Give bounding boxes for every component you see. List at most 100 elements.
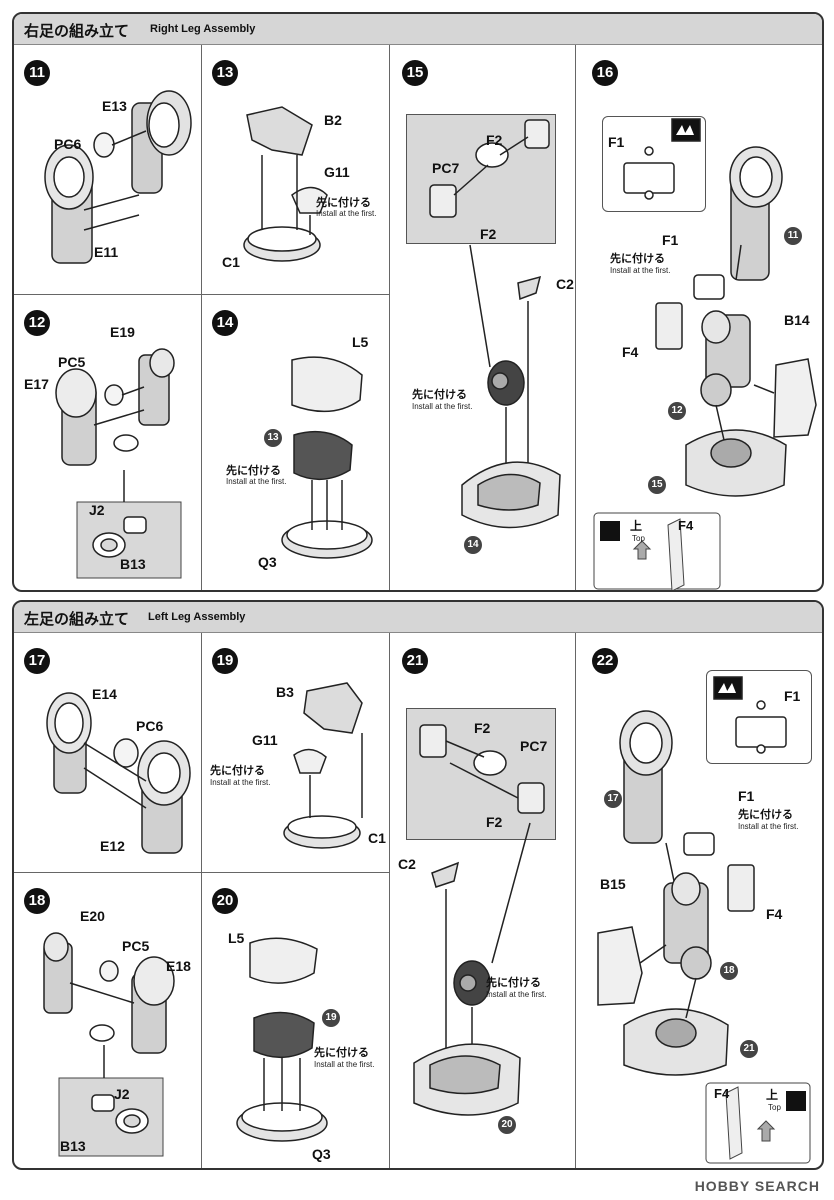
install-first-jp-16: 先に付ける: [610, 253, 665, 265]
install-first-jp-19: 先に付ける: [210, 765, 265, 777]
step-13-cell: [202, 45, 390, 295]
top-label-en-22: Top: [768, 1103, 781, 1112]
step-number-15: 15: [402, 60, 428, 86]
step-number-11: 11: [24, 60, 50, 86]
step-14-cell: [202, 295, 390, 590]
part-label-f4-note: F4: [678, 518, 694, 533]
install-first-jp-20: 先に付ける: [314, 1047, 369, 1059]
step-number-12: 12: [24, 310, 50, 336]
top-label-en-16: Top: [632, 534, 645, 543]
part-label-pc6: PC6: [136, 718, 164, 734]
part-label-c2: C2: [398, 856, 416, 872]
part-label-e11: E11: [94, 244, 119, 260]
part-label-l5: L5: [352, 334, 369, 350]
step-18-illustration: [43, 932, 175, 1157]
part-label-f1-note: F1: [608, 134, 625, 150]
ref-badge-19: 19: [322, 1009, 340, 1027]
install-first-en-20: Install at the first.: [314, 1060, 375, 1069]
ref-badge-18: 18: [720, 962, 738, 980]
step-number-17: 17: [24, 648, 50, 674]
part-label-f1: F1: [738, 788, 755, 804]
part-label-c1: C1: [368, 830, 386, 846]
part-label-f2-b: F2: [486, 814, 503, 830]
part-label-f2-a: F2: [486, 132, 503, 148]
install-first-jp-21: 先に付ける: [486, 977, 541, 989]
step-number-18: 18: [24, 888, 50, 914]
part-label-c2: C2: [556, 276, 574, 292]
section-title-jp: 右足の組み立て: [24, 23, 130, 40]
step-13-illustration: [243, 106, 328, 262]
install-first-jp-14: 先に付ける: [226, 465, 281, 477]
install-first-jp-13: 先に付ける: [316, 197, 371, 209]
ref-badge-21: 21: [740, 1040, 758, 1058]
step-21-cell: [390, 633, 576, 1168]
part-label-pc7: PC7: [432, 160, 460, 176]
step-11-cell: [14, 45, 202, 295]
step-number-19: 19: [212, 648, 238, 674]
right-leg-section: 右足の組み立て Right Leg Assembly 11 E13 PC6 E1…: [12, 12, 824, 592]
part-label-q3: Q3: [258, 554, 277, 570]
step-20-cell: [202, 873, 390, 1168]
install-first-en-16: Install at the first.: [610, 266, 671, 275]
section-header-right: 右足の組み立て Right Leg Assembly: [14, 14, 822, 45]
part-label-e19: E19: [110, 324, 135, 340]
ref-badge-17: 17: [604, 790, 622, 808]
section-title-en: Left Leg Assembly: [148, 611, 246, 623]
part-label-e13: E13: [102, 98, 127, 114]
install-first-en-13: Install at the first.: [316, 209, 377, 218]
watermark: HOBBY SEARCH: [694, 1178, 820, 1194]
step-16-illustration: [593, 118, 817, 590]
step-18-cell: [14, 873, 202, 1168]
step-number-21: 21: [402, 648, 428, 674]
install-first-en-22: Install at the first.: [738, 822, 799, 831]
install-first-en-19: Install at the first.: [210, 778, 271, 787]
top-label-jp-16: 上: [630, 519, 643, 533]
part-label-f4: F4: [622, 344, 639, 360]
part-label-e17: E17: [24, 376, 49, 392]
step-19-cell: [202, 633, 390, 873]
install-first-en-15: Install at the first.: [412, 402, 473, 411]
install-first-jp-22: 先に付ける: [738, 809, 793, 821]
step-20-illustration: [236, 937, 328, 1142]
section-header-left: 左足の組み立て Left Leg Assembly: [14, 602, 822, 633]
section-title-en: Right Leg Assembly: [150, 23, 256, 35]
part-label-pc5: PC5: [122, 938, 150, 954]
step-number-13: 13: [212, 60, 238, 86]
step-17-cell: [14, 633, 202, 873]
step-number-16: 16: [592, 60, 618, 86]
part-label-f2-a: F2: [474, 720, 491, 736]
part-label-f1: F1: [662, 232, 679, 248]
left-leg-section: 左足の組み立て Left Leg Assembly 17 E14 PC6 E12…: [12, 600, 824, 1170]
part-label-e12: E12: [100, 838, 125, 854]
step-17-illustration: [46, 692, 191, 854]
part-label-e20: E20: [80, 908, 105, 924]
step-number-22: 22: [592, 648, 618, 674]
part-label-l5: L5: [228, 930, 245, 946]
part-label-f4-note: F4: [714, 1086, 730, 1101]
part-label-b2: B2: [324, 112, 342, 128]
ref-badge-14: 14: [464, 536, 482, 554]
part-label-q3: Q3: [312, 1146, 331, 1162]
part-label-j2: J2: [114, 1086, 130, 1102]
part-label-e18: E18: [166, 958, 191, 974]
top-label-jp-22: 上: [766, 1088, 779, 1102]
part-label-pc5: PC5: [58, 354, 86, 370]
part-label-g11: G11: [252, 732, 278, 748]
install-first-en-14: Install at the first.: [226, 477, 287, 486]
ref-badge-20: 20: [498, 1116, 516, 1134]
part-label-b3: B3: [276, 684, 294, 700]
ref-badge-11: 11: [784, 227, 802, 245]
step-number-14: 14: [212, 310, 238, 336]
step-15-cell: [390, 45, 576, 590]
part-label-b13: B13: [60, 1138, 86, 1154]
step-21-detail-box: [406, 708, 556, 840]
install-first-jp-15: 先に付ける: [412, 389, 467, 401]
part-label-b14: B14: [784, 312, 810, 328]
part-label-j2: J2: [89, 502, 105, 518]
step-15-illustration: [429, 119, 561, 529]
step-21-illustration: [413, 724, 545, 1116]
step-12-cell: [14, 295, 202, 590]
part-label-pc7: PC7: [520, 738, 548, 754]
part-label-c1: C1: [222, 254, 240, 270]
step-14-illustration: [281, 356, 373, 559]
